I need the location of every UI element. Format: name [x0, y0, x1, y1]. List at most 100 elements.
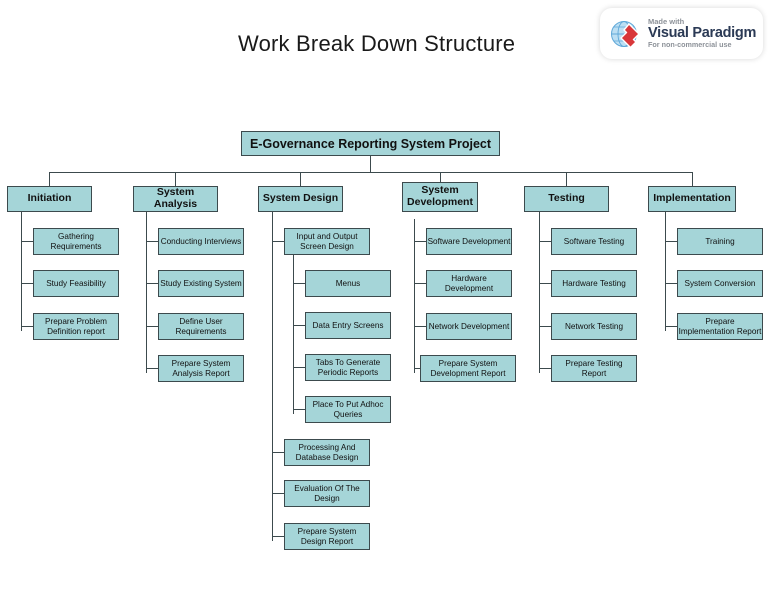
wbs-node-prepare-implementation-report[interactable]: Prepare Implementation Report [677, 313, 763, 340]
wbs-node-gathering-requirements[interactable]: Gathering Requirements [33, 228, 119, 255]
connector-stub-training [665, 241, 677, 243]
wbs-node-processing-and-database-design[interactable]: Processing And Database Design [284, 439, 370, 466]
wbs-node-software-testing[interactable]: Software Testing [551, 228, 637, 255]
connector-drop-implementation [692, 172, 694, 186]
connector-spine-system-design [272, 212, 274, 541]
wbs-node-tabs-to-generate-periodic-reports[interactable]: Tabs To Generate Periodic Reports [305, 354, 391, 381]
connector-stub-study-existing-system [146, 283, 158, 285]
wbs-node-label: Hardware Development [444, 274, 494, 293]
wbs-node-label: Data Entry Screens [312, 320, 384, 330]
connector-stub-prepare-system-design-report [272, 536, 284, 538]
wbs-node-menus[interactable]: Menus [305, 270, 391, 297]
wbs-node-label: Conducting Interviews [160, 236, 242, 246]
wbs-node-system-design[interactable]: System Design [258, 186, 343, 212]
connector-stub-prepare-system-analysis-report [146, 368, 158, 370]
wbs-node-label: Network Development [428, 321, 510, 331]
connector-stub-gathering-requirements [21, 241, 33, 243]
wbs-node-hardware-development[interactable]: Hardware Development [426, 270, 512, 297]
visual-paradigm-watermark: Made with Visual Paradigm For non-commer… [600, 8, 763, 59]
wbs-node-place-to-put-adhoc-queries[interactable]: Place To Put Adhoc Queries [305, 396, 391, 423]
connector-root-stem [370, 155, 372, 172]
connector-stub-processing-database-design [272, 452, 284, 454]
connector-spine-input-output-screen-design [293, 255, 295, 414]
wbs-node-label: System Development [407, 184, 473, 208]
wbs-node-prepare-testing-report[interactable]: Prepare Testing Report [551, 355, 637, 382]
connector-stub-data-entry-screens [293, 325, 305, 327]
connector-stub-software-development [414, 241, 426, 243]
watermark-made-with: Made with [648, 17, 685, 27]
wbs-node-label: Evaluation Of The Design [294, 484, 360, 503]
wbs-node-label: Prepare Implementation Report [678, 317, 762, 336]
wbs-node-label: Tabs To Generate Periodic Reports [315, 358, 381, 377]
wbs-node-label: Menus [335, 278, 361, 288]
wbs-node-initiation[interactable]: Initiation [7, 186, 92, 212]
connector-stub-menus [293, 283, 305, 285]
wbs-node-define-user-requirements[interactable]: Define User Requirements [158, 313, 244, 340]
connector-stub-hardware-testing [539, 283, 551, 285]
wbs-node-network-development[interactable]: Network Development [426, 313, 512, 340]
wbs-node-label: Software Testing [563, 236, 625, 246]
connector-stub-prepare-implementation-report [665, 326, 677, 328]
wbs-node-label: Initiation [27, 192, 72, 205]
wbs-node-system-development[interactable]: System Development [402, 182, 478, 212]
connector-spine-system-analysis [146, 212, 148, 373]
connector-stub-define-user-requirements [146, 326, 158, 328]
wbs-node-evaluation-of-the-design[interactable]: Evaluation Of The Design [284, 480, 370, 507]
connector-drop-system-design [300, 172, 302, 186]
connector-stub-evaluation-of-the-design [272, 493, 284, 495]
connector-spine-system-development [414, 219, 416, 373]
wbs-node-conducting-interviews[interactable]: Conducting Interviews [158, 228, 244, 255]
connector-stub-network-testing [539, 326, 551, 328]
wbs-node-prepare-system-design-report[interactable]: Prepare System Design Report [284, 523, 370, 550]
wbs-node-label: Software Development [427, 236, 511, 246]
wbs-node-label: System Conversion [684, 278, 756, 288]
wbs-node-input-and-output-screen-design[interactable]: Input and Output Screen Design [284, 228, 370, 255]
wbs-node-label: Prepare Problem Definition report [45, 317, 107, 336]
wbs-node-label: System Design [262, 192, 339, 205]
connector-stub-network-development [414, 326, 426, 328]
connector-stub-system-conversion [665, 283, 677, 285]
wbs-node-label: Processing And Database Design [295, 443, 359, 462]
watermark-brand: Visual Paradigm [648, 25, 757, 42]
wbs-node-data-entry-screens[interactable]: Data Entry Screens [305, 312, 391, 339]
wbs-node-label: E-Governance Reporting System Project [249, 136, 492, 151]
wbs-node-label: Hardware Testing [562, 278, 626, 288]
wbs-node-testing[interactable]: Testing [524, 186, 609, 212]
wbs-node-label: Prepare Testing Report [565, 359, 623, 378]
wbs-node-network-testing[interactable]: Network Testing [551, 313, 637, 340]
wbs-node-system-analysis[interactable]: System Analysis [133, 186, 218, 212]
wbs-node-study-existing-system[interactable]: Study Existing System [158, 270, 244, 297]
wbs-node-implementation[interactable]: Implementation [648, 186, 736, 212]
connector-spine-implementation [665, 212, 667, 331]
wbs-node-hardware-testing[interactable]: Hardware Testing [551, 270, 637, 297]
visual-paradigm-logo-icon [609, 17, 643, 51]
wbs-node-label: Prepare System Analysis Report [171, 359, 231, 378]
wbs-node-system-conversion[interactable]: System Conversion [677, 270, 763, 297]
wbs-node-label: Define User Requirements [175, 317, 227, 336]
wbs-node-prepare-problem-definition-report[interactable]: Prepare Problem Definition report [33, 313, 119, 340]
connector-drop-system-analysis [175, 172, 177, 186]
wbs-node-label: Training [705, 236, 735, 246]
wbs-node-prepare-system-development-report[interactable]: Prepare System Development Report [420, 355, 516, 382]
wbs-node-prepare-system-analysis-report[interactable]: Prepare System Analysis Report [158, 355, 244, 382]
connector-drop-system-development [440, 172, 442, 186]
connector-stub-place-adhoc-queries [293, 409, 305, 411]
wbs-node-software-development[interactable]: Software Development [426, 228, 512, 255]
watermark-license: For non-commercial use [648, 40, 732, 50]
wbs-node-root[interactable]: E-Governance Reporting System Project [241, 131, 500, 156]
wbs-node-label: Gathering Requirements [50, 232, 102, 251]
wbs-node-training[interactable]: Training [677, 228, 763, 255]
wbs-node-label: Input and Output Screen Design [296, 232, 358, 251]
wbs-node-label: Network Testing [564, 321, 624, 331]
wbs-node-label: Implementation [653, 192, 731, 205]
wbs-node-label: Place To Put Adhoc Queries [312, 400, 384, 419]
connector-stub-input-output-screen-design [272, 241, 284, 243]
wbs-node-label: Prepare System Design Report [297, 527, 357, 546]
connector-spine-testing [539, 212, 541, 373]
connector-stub-software-testing [539, 241, 551, 243]
connector-drop-testing [566, 172, 568, 186]
wbs-node-study-feasibility[interactable]: Study Feasibility [33, 270, 119, 297]
connector-level1-bus [49, 172, 692, 174]
wbs-node-label: System Analysis [153, 186, 198, 210]
